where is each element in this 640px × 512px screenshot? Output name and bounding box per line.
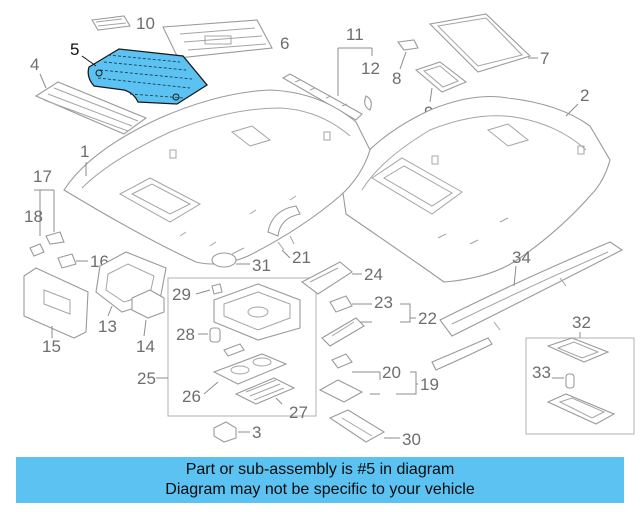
part-31-lamp[interactable] [211, 247, 245, 268]
part-28b-pin[interactable] [223, 343, 245, 357]
part-10-pad[interactable] [91, 15, 131, 31]
callout-31: 31 [252, 256, 271, 275]
part-33-cap[interactable] [565, 373, 575, 389]
part-28-button[interactable] [209, 327, 221, 343]
callout-8: 8 [392, 69, 401, 88]
callout-23: 23 [374, 293, 393, 312]
part-34-trim[interactable] [431, 241, 624, 371]
callout-6: 6 [280, 34, 289, 53]
part-12-clip[interactable] [364, 95, 372, 111]
part-1-headliner[interactable] [63, 89, 371, 265]
callout-22: 22 [418, 309, 437, 328]
callout-12: 12 [361, 59, 380, 78]
info-banner: Part or sub-assembly is #5 in diagram Di… [16, 457, 624, 503]
part-9-bezel[interactable] [414, 61, 468, 93]
callout-5: 5 [70, 40, 79, 59]
part-22-bracket[interactable] [321, 317, 365, 347]
callout-30: 30 [402, 430, 421, 449]
callout-19: 19 [420, 375, 439, 394]
part-18-clip[interactable] [29, 243, 45, 257]
part-32b-panel[interactable] [546, 393, 616, 425]
callout-20: 20 [382, 363, 401, 382]
part-32-switch[interactable] [546, 337, 610, 363]
callout-34: 34 [512, 248, 531, 267]
callout-27: 27 [289, 403, 308, 422]
part-5-pad-highlighted[interactable] [87, 48, 208, 105]
callout-26: 26 [182, 387, 201, 406]
part-21-grip[interactable] [267, 205, 301, 251]
part-14-lamp[interactable] [131, 289, 165, 319]
callout-1: 1 [80, 142, 89, 161]
part-24-lamp[interactable] [300, 261, 353, 295]
callout-33: 33 [532, 363, 551, 382]
parts-diagram: 10 6 5 4 11 12 8 7 [23, 13, 635, 449]
callout-25: 25 [137, 369, 156, 388]
part-7-glass[interactable] [428, 13, 532, 73]
part-29-clip[interactable] [211, 283, 223, 295]
part-16-clip[interactable] [57, 253, 77, 269]
callout-24: 24 [364, 265, 383, 284]
callout-10: 10 [136, 14, 155, 33]
callout-4: 4 [30, 55, 39, 74]
part-20-lamp[interactable] [331, 353, 353, 369]
part-17-clip[interactable] [45, 231, 65, 245]
callout-11: 11 [346, 25, 364, 44]
callout-17: 17 [33, 167, 52, 186]
callout-13: 13 [98, 317, 117, 336]
part-4-pad[interactable] [34, 81, 148, 135]
banner-line-1: Part or sub-assembly is #5 in diagram [185, 461, 455, 478]
part-27-lens[interactable] [234, 377, 296, 405]
group-25-box [167, 277, 317, 417]
callout-18: 18 [24, 207, 43, 226]
part-26-lens[interactable] [212, 353, 288, 385]
callout-21: 21 [292, 248, 311, 267]
part-15-sun-visor[interactable] [23, 267, 89, 339]
part-23-bracket[interactable] [329, 295, 353, 313]
part-19-lamp[interactable] [318, 379, 364, 403]
callout-2: 2 [580, 86, 589, 105]
part-3-clip[interactable] [213, 421, 237, 443]
callout-7: 7 [540, 49, 549, 68]
banner-line-2: Diagram may not be specific to your vehi… [165, 481, 475, 498]
callout-15: 15 [42, 337, 61, 356]
part-2-headliner-sunroof[interactable] [341, 96, 611, 283]
callout-32: 32 [572, 313, 591, 332]
callout-14: 14 [136, 337, 155, 356]
part-8-clip[interactable] [396, 39, 419, 51]
part-6-pad[interactable] [162, 19, 273, 59]
callout-28: 28 [176, 325, 195, 344]
callout-3: 3 [252, 423, 261, 442]
part-30-lamp[interactable] [328, 409, 386, 443]
callout-29: 29 [172, 285, 191, 304]
part-25-overhead-console[interactable] [213, 283, 301, 341]
